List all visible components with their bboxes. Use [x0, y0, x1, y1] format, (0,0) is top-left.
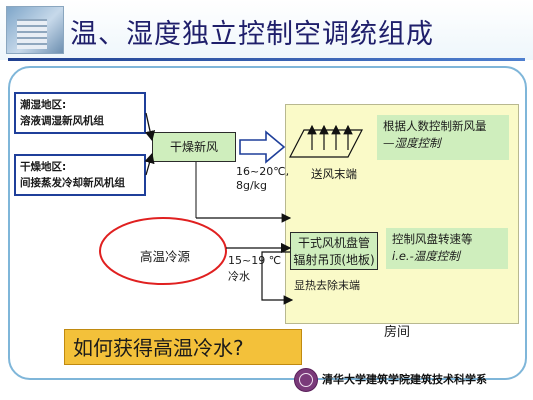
supply-terminal-label: 送风末端 — [311, 167, 357, 181]
university-seal-icon — [294, 368, 318, 392]
page-title: 温、湿度独立控制空调统组成 — [70, 19, 434, 50]
humidity-note-line2: —湿度控制 — [383, 136, 441, 150]
header-bar: 温、湿度独立控制空调统组成 — [0, 0, 533, 60]
fresh-air-humidity: 8g/kg — [236, 179, 268, 192]
supply-terminal-shape — [289, 129, 363, 158]
cooling-terminal-box: 干式风机盘管 辐射吊顶(地板) — [290, 232, 378, 270]
humidity-note-line1: 根据人数控制新风量 — [383, 119, 487, 133]
dry-to-fresh-arrow — [144, 152, 155, 176]
dry-region-unit: 间接蒸发冷却新风机组 — [20, 177, 125, 189]
humid-region-unit: 溶液调湿新风机组 — [20, 115, 104, 127]
title-divider — [8, 58, 525, 61]
cold-water-temp: 15~19 ℃ — [228, 254, 282, 267]
temp-note-line1: 控制风盘转速等 — [392, 232, 473, 246]
room-label: 房间 — [384, 325, 411, 340]
cold-water-label: 冷水 — [228, 270, 250, 283]
cold-source-label: 高温冷源 — [139, 249, 190, 264]
cold-source-ellipse — [99, 217, 227, 285]
building-facade — [17, 19, 47, 49]
dry-region-title: 干燥地区: — [20, 161, 67, 173]
fresh-air-temp: 16~20℃, — [236, 165, 290, 178]
humid-region-box: 潮湿地区: 溶液调湿新风机组 — [14, 92, 146, 134]
building-photo-icon — [6, 6, 64, 54]
footer-text: 清华大学建筑学院建筑技术科学系 — [322, 373, 487, 386]
humid-region-title: 潮湿地区: — [20, 99, 67, 111]
cooling-terminal-line2: 辐射吊顶(地板) — [293, 253, 375, 267]
humid-to-fresh-arrow — [144, 112, 156, 142]
fresh-air-block-arrow — [239, 130, 286, 164]
temperature-control-note: 控制风盘转速等 i.e.-温度控制 — [386, 228, 508, 269]
dry-region-box: 干燥地区: 间接蒸发冷却新风机组 — [14, 154, 146, 196]
cooling-terminal-line1: 干式风机盘管 — [297, 236, 370, 250]
sensible-heat-label: 显热去除末端 — [294, 279, 360, 292]
temp-note-line2: i.e.-温度控制 — [392, 249, 460, 263]
fresh-air-box: 干燥新风 — [152, 132, 236, 162]
humidity-control-note: 根据人数控制新风量 —湿度控制 — [377, 115, 509, 160]
cold-water-return-line — [261, 251, 294, 305]
question-banner: 如何获得高温冷水? — [64, 329, 302, 365]
